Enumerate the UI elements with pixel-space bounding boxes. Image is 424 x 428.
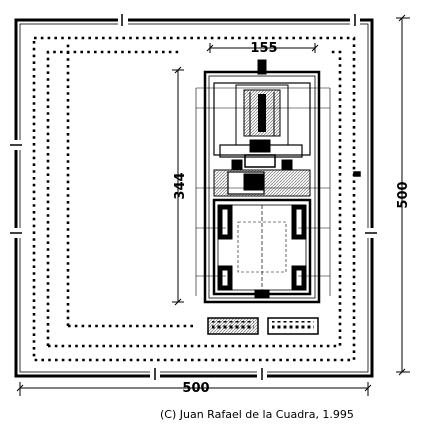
copyright-credit: (C) Juan Rafael de la Cuadra, 1.995: [160, 408, 354, 421]
colonnade-inner: [66, 42, 196, 328]
dimension-left-label: 344: [173, 172, 188, 199]
dimension-bottom: [16, 382, 372, 396]
dimension-bottom-label: 500: [182, 381, 209, 396]
temple-building: [203, 59, 321, 304]
dimension-top-label: 155: [250, 41, 277, 56]
altar-blocks: [207, 317, 319, 335]
dimension-top: [206, 43, 319, 53]
wall-markers: [10, 14, 377, 380]
colonnade-middle: [46, 50, 342, 348]
dimension-right: [396, 14, 410, 376]
guide-lines: [195, 87, 331, 296]
colonnade-outer: [32, 36, 356, 362]
dimension-left: [172, 66, 184, 306]
dimension-right-label: 500: [396, 181, 411, 208]
